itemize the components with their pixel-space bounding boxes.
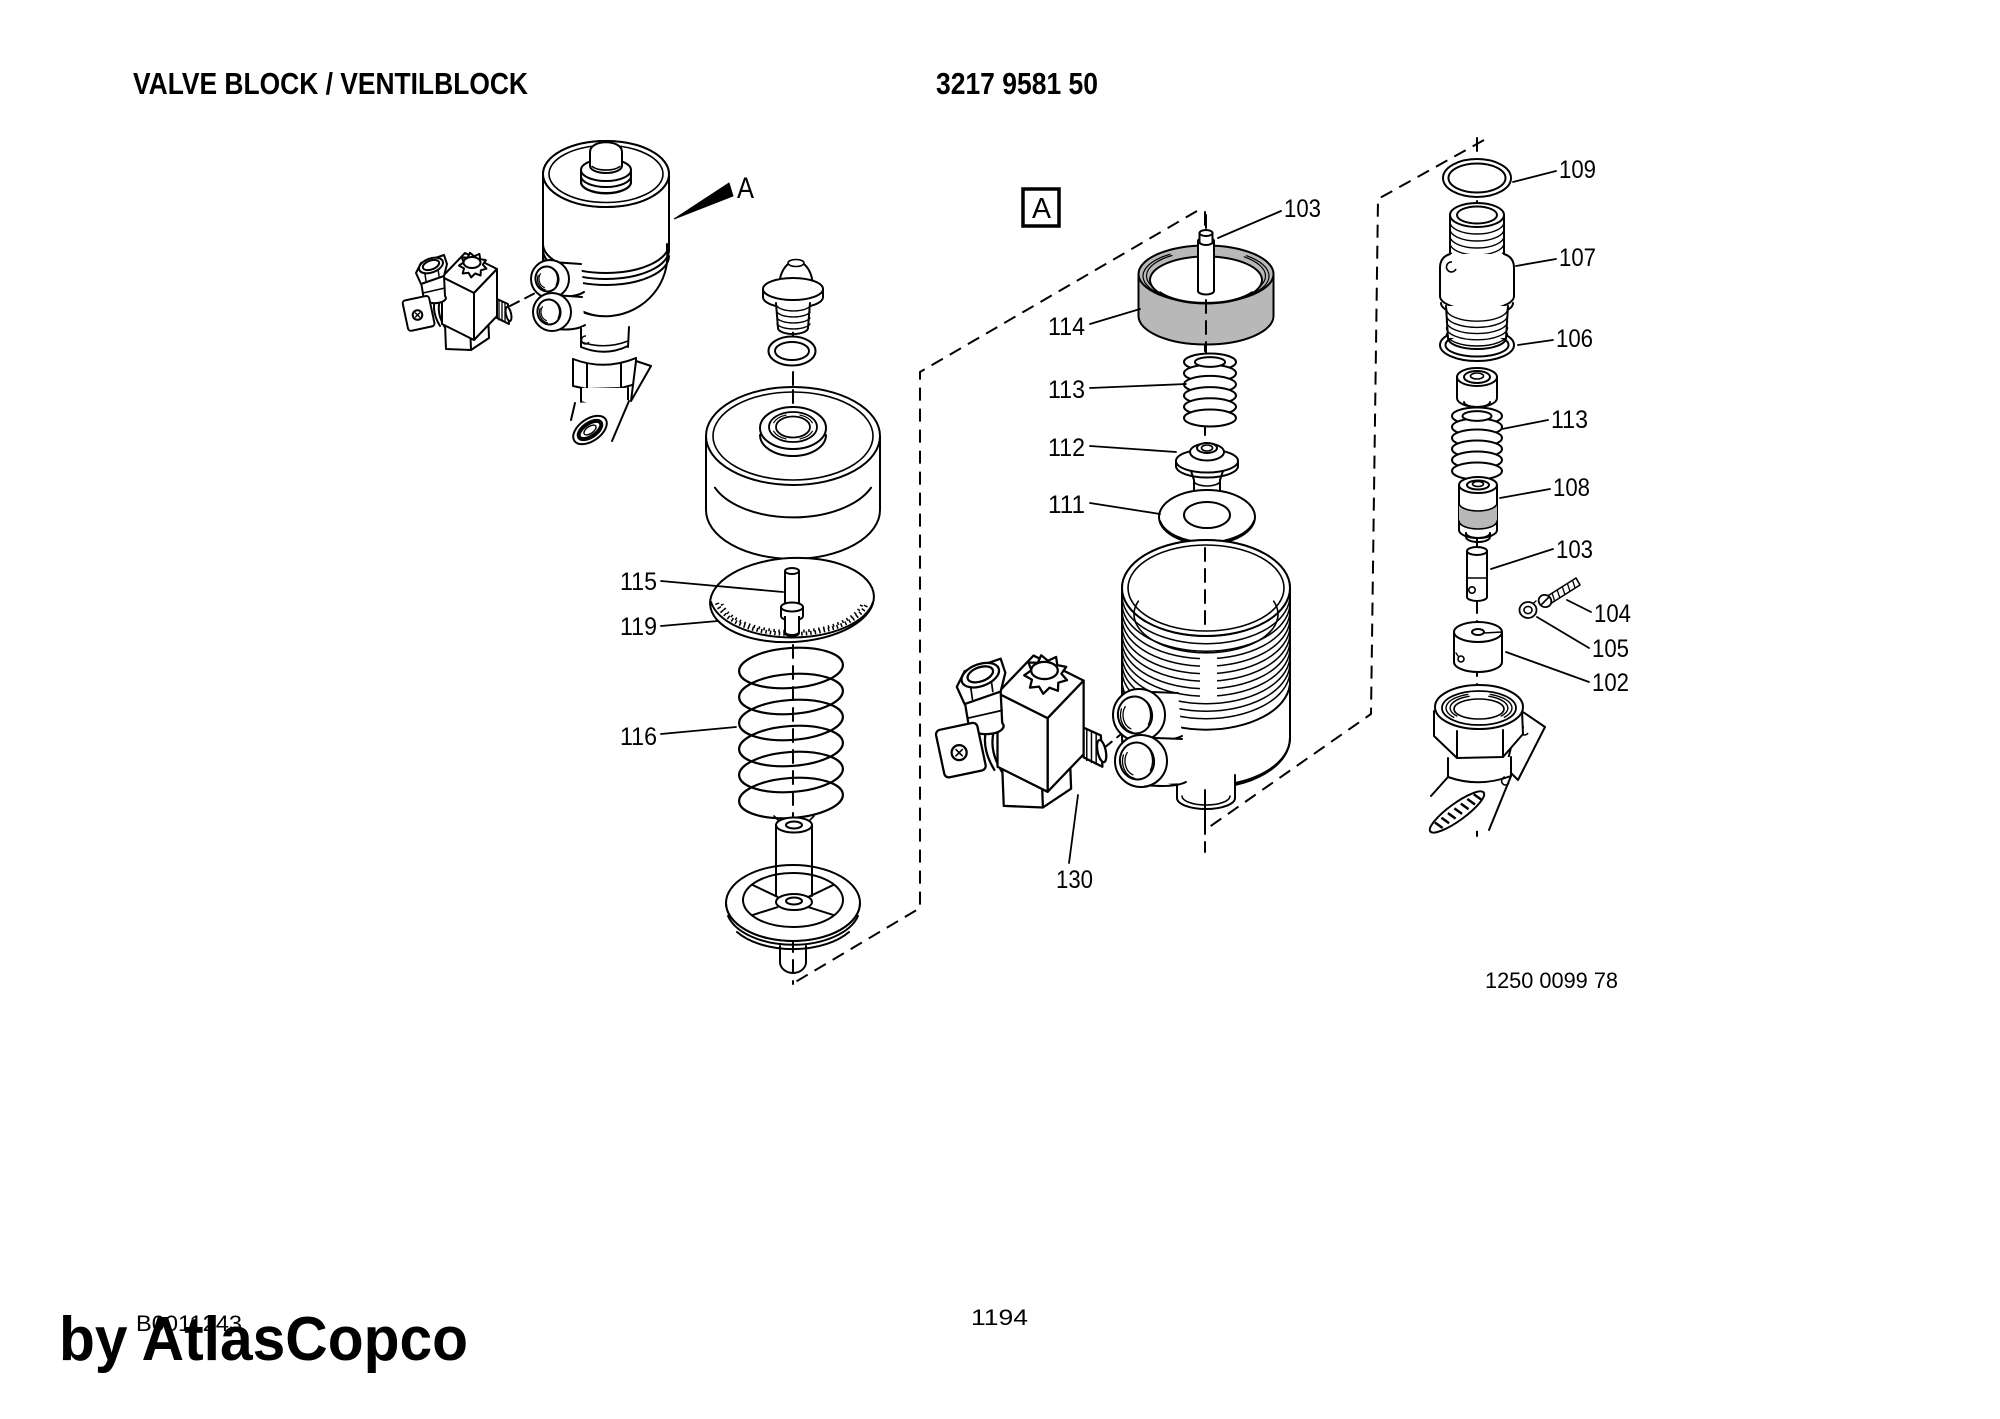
svg-text:103: 103 <box>1284 195 1321 223</box>
svg-text:A: A <box>737 172 754 205</box>
svg-text:1250 0099 78: 1250 0099 78 <box>1485 968 1618 993</box>
svg-text:130: 130 <box>1056 866 1093 894</box>
svg-text:114: 114 <box>1048 313 1085 341</box>
svg-text:107: 107 <box>1559 244 1596 272</box>
svg-text:103: 103 <box>1556 536 1593 564</box>
svg-text:116: 116 <box>620 723 657 751</box>
svg-text:115: 115 <box>620 568 657 596</box>
svg-text:A: A <box>1032 193 1052 225</box>
svg-text:113: 113 <box>1048 376 1085 404</box>
svg-text:112: 112 <box>1048 434 1085 462</box>
svg-text:B0011243: B0011243 <box>136 1311 242 1336</box>
svg-text:by AtlasCopco: by AtlasCopco <box>59 1305 468 1374</box>
svg-text:3217 9581 50: 3217 9581 50 <box>936 66 1098 101</box>
svg-text:108: 108 <box>1553 474 1590 502</box>
svg-text:119: 119 <box>620 613 657 641</box>
svg-text:106: 106 <box>1556 325 1593 353</box>
svg-text:104: 104 <box>1594 600 1631 628</box>
svg-text:1194: 1194 <box>971 1305 1028 1330</box>
svg-text:VALVE BLOCK / VENTILBLOCK: VALVE BLOCK / VENTILBLOCK <box>133 66 529 101</box>
svg-text:102: 102 <box>1592 669 1629 697</box>
svg-text:109: 109 <box>1559 156 1596 184</box>
svg-text:111: 111 <box>1048 491 1085 519</box>
svg-text:113: 113 <box>1551 406 1588 434</box>
svg-text:105: 105 <box>1592 635 1629 663</box>
